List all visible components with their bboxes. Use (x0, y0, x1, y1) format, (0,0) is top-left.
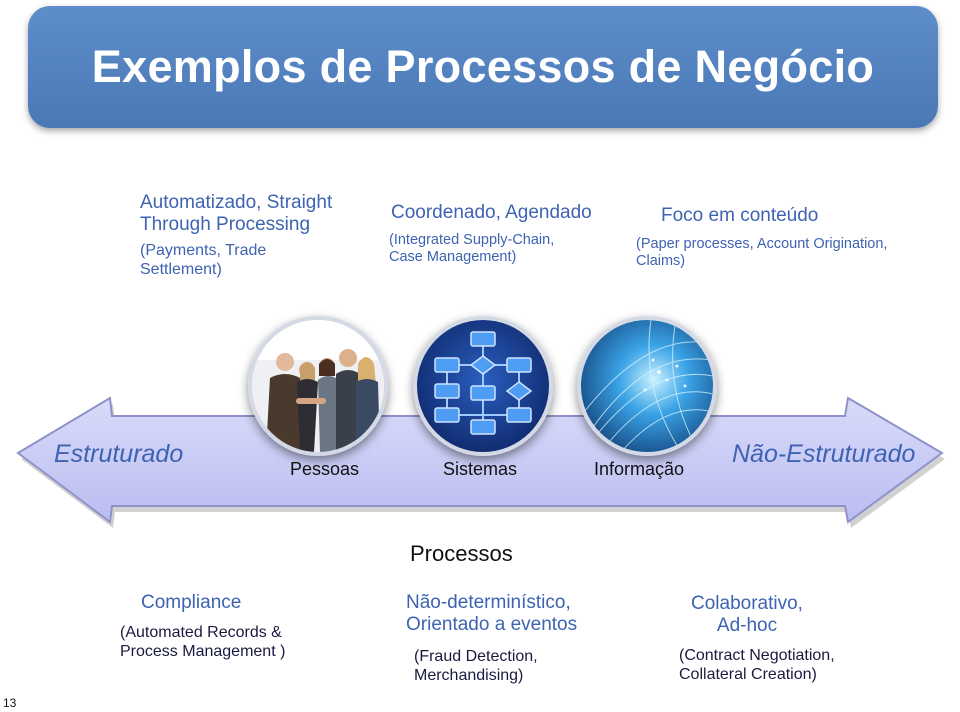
top-col-1-detail: (Payments, Trade Settlement) (140, 242, 267, 278)
axis-caption: Processos (410, 541, 513, 566)
axis-left-label: Estruturado (54, 440, 184, 468)
axis-label-informacao: Informação (594, 459, 685, 479)
bottom-col-3-detail: (Contract Negotiation, Collateral Creati… (679, 647, 835, 683)
top-col-2-heading: Coordenado, Agendado (391, 202, 592, 223)
top-col-2-detail: (Integrated Supply-Chain, Case Managemen… (389, 232, 555, 266)
spectrum-arrow (16, 396, 945, 528)
axis-label-sistemas: Sistemas (443, 459, 518, 479)
bottom-col-2-heading: Não-determinístico, Orientado a eventos (406, 592, 578, 636)
page-title: Exemplos de Processos de Negócio (91, 41, 875, 92)
title-banner: Exemplos de Processos de Negócio (28, 6, 938, 128)
axis-right-label: Não-Estruturado (732, 440, 916, 468)
top-col-1-heading: Automatizado, Straight Through Processin… (140, 192, 333, 236)
flowchart-photo (413, 316, 553, 456)
slide-number: 13 (3, 696, 17, 710)
people-meeting-photo (248, 316, 388, 456)
top-col-3-heading: Foco em conteúdo (661, 205, 819, 226)
bottom-col-2-detail: (Fraud Detection, Merchandising) (414, 648, 538, 684)
bottom-col-1-detail: (Automated Records & Process Management … (120, 624, 286, 660)
top-col-3-detail: (Paper processes, Account Origination, C… (636, 236, 888, 270)
axis-label-pessoas: Pessoas (290, 459, 360, 479)
bottom-col-1-heading: Compliance (141, 592, 242, 613)
bottom-col-3-heading: Colaborativo, Ad-hoc (691, 593, 803, 637)
data-globe-photo (577, 316, 717, 456)
